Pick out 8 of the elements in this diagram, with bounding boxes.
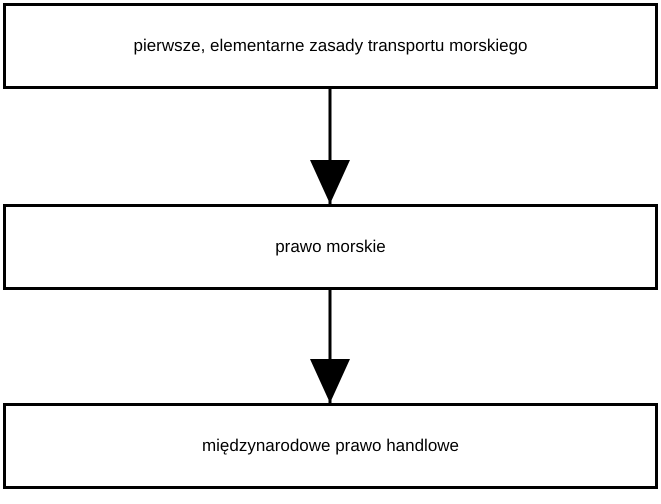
- process-box: [3, 403, 658, 489]
- arrow: [310, 89, 350, 204]
- arrow: [310, 290, 350, 403]
- process-box: [3, 204, 658, 290]
- box-label: międzynarodowe prawo handlowe: [202, 435, 460, 458]
- box-label: pierwsze, elementarne zasady transportu morskiego: [133, 35, 528, 58]
- process-box: [3, 3, 658, 89]
- box-label: prawo morskie: [275, 236, 386, 258]
